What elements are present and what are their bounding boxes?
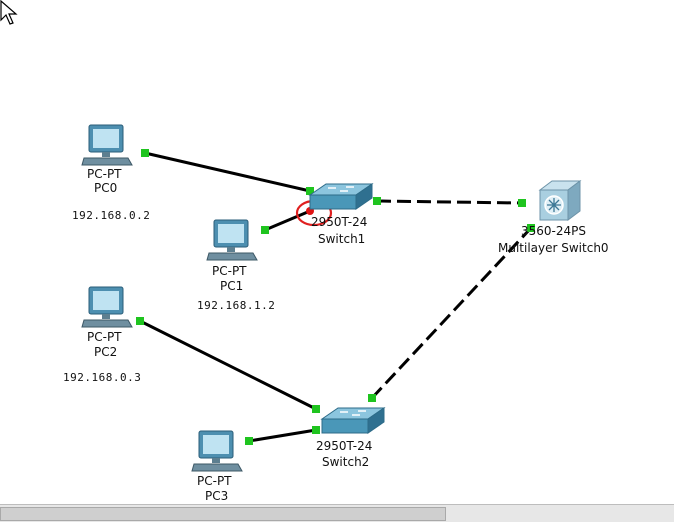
cable-pc3-switch2[interactable] (248, 428, 317, 443)
switch2-name-label: Switch2 (322, 455, 370, 469)
switch2-model-label: 2950T-24 (316, 439, 373, 453)
link-layer (136, 149, 535, 445)
pc0-icon[interactable] (80, 122, 134, 168)
pc3-model-label: PC-PT (197, 474, 232, 488)
horizontal-scrollbar[interactable] (0, 504, 674, 522)
pc0-model-label: PC-PT (87, 167, 122, 181)
cable-pc2-switch2[interactable] (139, 319, 317, 411)
switch1-model-label: 2950T-24 (311, 215, 368, 229)
scrollbar-thumb[interactable] (0, 507, 446, 521)
link-light-up (261, 226, 269, 234)
pc2-icon[interactable] (80, 284, 134, 330)
link-light-up (136, 317, 144, 325)
topology-workspace[interactable]: PC-PT PC0 192.168.0.2 PC-PT PC1 192.168.… (0, 0, 674, 504)
mlswitch0-model-label: 3560-24PS (521, 224, 586, 238)
cable-switch2-mlswitch0[interactable] (370, 226, 533, 400)
cable-pc0-switch1[interactable] (144, 151, 311, 193)
link-light-up (527, 224, 535, 232)
pc2-ip-label: 192.168.0.3 (63, 371, 142, 384)
pc2-name-label: PC2 (94, 345, 118, 359)
cable-switch1-mlswitch0[interactable] (376, 199, 523, 205)
link-light-up (312, 405, 320, 413)
link-light-up (306, 187, 314, 195)
pc3-icon[interactable] (190, 428, 244, 474)
mlswitch0-name-label: Multilayer Switch0 (498, 241, 609, 255)
mouse-pointer-icon (0, 0, 18, 25)
link-light-up (141, 149, 149, 157)
pc1-icon[interactable] (205, 217, 259, 263)
link-light-up (245, 437, 253, 445)
link-light-up (312, 426, 320, 434)
switch1-icon[interactable] (306, 181, 376, 213)
pc1-ip-label: 192.168.1.2 (197, 299, 276, 312)
link-light-up (368, 394, 376, 402)
link-light-up (518, 199, 526, 207)
pc0-name-label: PC0 (94, 181, 118, 195)
multilayer-switch0-icon[interactable] (534, 178, 584, 224)
link-light-up (373, 197, 381, 205)
pc1-model-label: PC-PT (212, 264, 247, 278)
pc1-name-label: PC1 (220, 279, 244, 293)
cable-pc1-switch1[interactable] (264, 209, 311, 232)
switch2-icon[interactable] (318, 405, 388, 437)
switch1-name-label: Switch1 (318, 232, 366, 246)
pc3-name-label: PC3 (205, 489, 229, 503)
pc2-model-label: PC-PT (87, 330, 122, 344)
pc0-ip-label: 192.168.0.2 (72, 209, 151, 222)
